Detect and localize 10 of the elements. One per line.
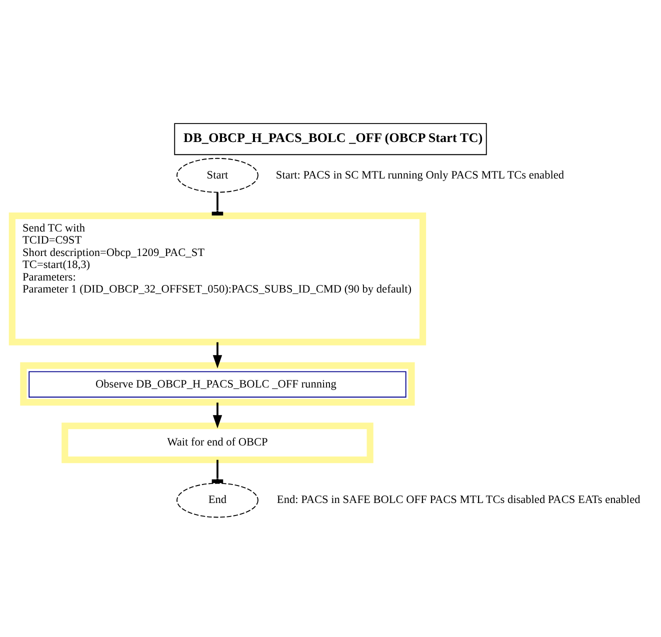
node-box: Observe DB_OBCP_H_PACS_BOLC _OFF running [20,362,415,406]
node-label: End: PACS in SAFE BOLC OFF PACS MTL TCs disabled PACS EATs enabled [276,494,640,506]
connector [212,192,224,216]
diagram-title: DB_OBCP_H_PACS_BOLC _OFF (OBCP Start TC) [184,130,483,146]
node-ellipse: End [176,482,258,518]
node-label: Start: PACS in SC MTL running Only PACS MTL TCs enabled [276,169,564,182]
node-box: Wait for end of OBCP [62,422,374,464]
node-ellipse: Start [176,158,258,193]
arrow [212,402,222,428]
arrow [212,342,222,368]
